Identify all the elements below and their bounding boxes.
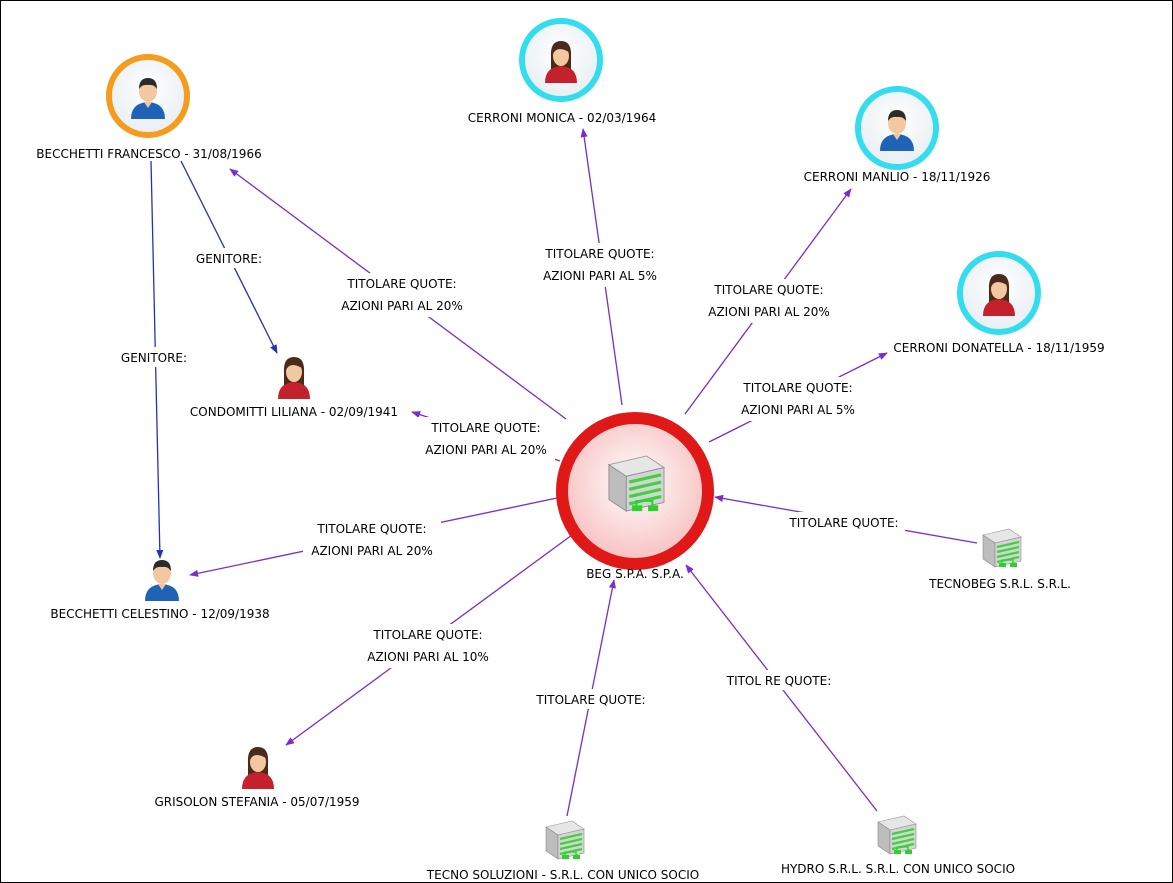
edge-label-tecno-soluzioni: TITOLARE QUOTE: — [530, 689, 652, 709]
edge-label-stefania-line2: AZIONI PARI AL 10% — [367, 650, 489, 664]
edge-label-celestino-line1: TITOLARE QUOTE: — [316, 522, 426, 536]
node-label: TECNOBEG S.R.L. S.R.L. — [928, 577, 1071, 591]
edge-label-francesco: TITOLARE QUOTE: AZIONI PARI AL 20% — [334, 273, 472, 317]
woman-avatar-icon — [278, 357, 310, 399]
node-label: CERRONI DONATELLA - 18/11/1959 — [893, 341, 1104, 355]
node-cerroni-manlio[interactable]: CERRONI MANLIO - 18/11/1926 — [804, 86, 991, 184]
edge-label-hydro: TITOL RE QUOTE: — [719, 670, 841, 690]
edge-label-manlio: TITOLARE QUOTE: AZIONI PARI AL 20% — [701, 279, 839, 323]
edge-label-celestino: TITOLARE QUOTE: AZIONI PARI AL 20% — [303, 518, 441, 562]
edge-label-genitore-celestino-line1: GENITORE: — [121, 351, 187, 365]
edge-label-francesco-line2: AZIONI PARI AL 20% — [341, 299, 463, 313]
node-label: GRISOLON STEFANIA - 05/07/1959 — [154, 795, 359, 809]
edge-labels: TITOLARE QUOTE: AZIONI PARI AL 20% TITOL… — [116, 243, 905, 709]
edge-label-monica-line1: TITOLARE QUOTE: — [544, 247, 654, 261]
edge-label-monica: TITOLARE QUOTE: AZIONI PARI AL 5% — [535, 243, 665, 287]
node-condomitti-liliana[interactable]: CONDOMITTI LILIANA - 02/09/1941 — [190, 357, 398, 419]
edge-label-francesco-line1: TITOLARE QUOTE: — [346, 277, 456, 291]
node-cerroni-donatella[interactable]: CERRONI DONATELLA - 18/11/1959 — [893, 251, 1105, 355]
company-building-icon — [876, 814, 918, 856]
company-building-icon — [544, 819, 586, 861]
node-label: BECCHETTI CELESTINO - 12/09/1938 — [50, 607, 269, 621]
edge-label-manlio-line1: TITOLARE QUOTE: — [713, 283, 823, 297]
man-avatar-icon — [145, 560, 179, 601]
edge-label-liliana: TITOLARE QUOTE: AZIONI PARI AL 20% — [417, 417, 555, 461]
node-grisolon-stefania[interactable]: GRISOLON STEFANIA - 05/07/1959 — [154, 747, 360, 809]
edge-label-genitore-liliana: GENITORE: — [191, 248, 267, 268]
node-label: CONDOMITTI LILIANA - 02/09/1941 — [190, 405, 398, 419]
node-label: HYDRO S.R.L. S.R.L. CON UNICO SOCIO — [781, 862, 1015, 876]
edge-label-stefania: TITOLARE QUOTE: AZIONI PARI AL 10% — [359, 624, 497, 668]
edge-label-liliana-line2: AZIONI PARI AL 20% — [425, 443, 547, 457]
edge-label-donatella: TITOLARE QUOTE: AZIONI PARI AL 5% — [734, 377, 864, 421]
edge-label-hydro-line1: TITOL RE QUOTE: — [726, 674, 832, 688]
node-label: TECNO SOLUZIONI - S.R.L. CON UNICO SOCIO — [426, 868, 699, 882]
edge-label-celestino-line2: AZIONI PARI AL 20% — [311, 544, 433, 558]
edge-label-genitore-liliana-line1: GENITORE: — [196, 252, 262, 266]
node-becchetti-francesco[interactable]: BECCHETTI FRANCESCO - 31/08/1966 — [36, 54, 262, 161]
edge-label-manlio-line2: AZIONI PARI AL 20% — [708, 305, 830, 319]
edge-label-tecnobeg-line1: TITOLARE QUOTE: — [788, 516, 898, 530]
node-label: CERRONI MANLIO - 18/11/1926 — [804, 170, 991, 184]
node-hydro[interactable]: HYDRO S.R.L. S.R.L. CON UNICO SOCIO — [781, 814, 1015, 876]
edge-label-tecnobeg: TITOLARE QUOTE: — [783, 512, 905, 532]
edge-label-genitore-celestino: GENITORE: — [116, 347, 192, 367]
node-beg-spa[interactable]: BEG S.P.A. S.P.A. — [556, 412, 714, 581]
edge-label-stefania-line1: TITOLARE QUOTE: — [372, 628, 482, 642]
company-building-icon — [981, 527, 1023, 569]
node-becchetti-celestino[interactable]: BECCHETTI CELESTINO - 12/09/1938 — [50, 560, 270, 621]
company-building-icon — [607, 454, 666, 513]
edge-label-donatella-line1: TITOLARE QUOTE: — [742, 381, 852, 395]
edge-label-liliana-line1: TITOLARE QUOTE: — [430, 421, 540, 435]
node-tecno-soluzioni[interactable]: TECNO SOLUZIONI - S.R.L. CON UNICO SOCIO — [426, 819, 699, 882]
node-cerroni-monica[interactable]: CERRONI MONICA - 02/03/1964 — [468, 18, 656, 125]
node-tecnobeg[interactable]: TECNOBEG S.R.L. S.R.L. — [928, 527, 1071, 591]
node-label-beg-spa: BEG S.P.A. S.P.A. — [586, 567, 684, 581]
edge-label-monica-line2: AZIONI PARI AL 5% — [543, 269, 657, 283]
edge-label-tecno-soluzioni-line1: TITOLARE QUOTE: — [535, 693, 645, 707]
node-label: CERRONI MONICA - 02/03/1964 — [468, 111, 656, 125]
woman-avatar-icon — [242, 747, 274, 789]
edge-label-donatella-line2: AZIONI PARI AL 5% — [741, 403, 855, 417]
node-label: BECCHETTI FRANCESCO - 31/08/1966 — [36, 147, 261, 161]
